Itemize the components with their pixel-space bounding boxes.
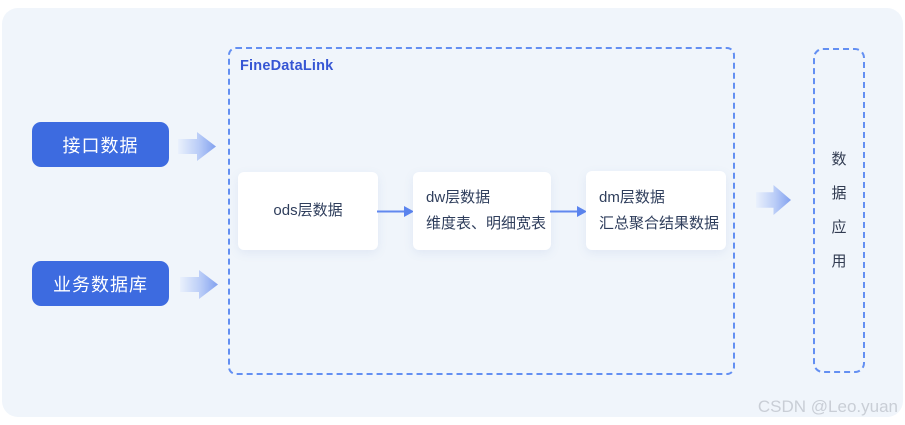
stage-node-title: ods层数据 <box>273 202 343 219</box>
flow-arrow-icon <box>550 206 587 217</box>
finedatalink-title: FineDataLink <box>240 58 334 74</box>
stage-node-subtitle: 汇总聚合结果数据 <box>599 214 720 232</box>
source-node-label: 业务数据库 <box>53 274 148 295</box>
finedatalink-container: FineDataLink <box>228 47 735 375</box>
watermark: CSDN @Leo.yuan <box>757 397 898 416</box>
source-node-business-database: 业务数据库 <box>32 261 169 306</box>
flow-arrow-icon <box>377 206 414 217</box>
stage-node-dm: dm层数据 汇总聚合结果数据 <box>586 171 726 250</box>
data-application-node: 数据应用 <box>813 48 865 373</box>
stage-node-dw: dw层数据 维度表、明细宽表 <box>413 172 551 250</box>
data-application-label: 数据应用 <box>831 150 847 270</box>
stage-node-ods: ods层数据 <box>238 172 378 250</box>
stage-node-title: dm层数据 <box>599 188 665 206</box>
stage-node-subtitle: 维度表、明细宽表 <box>426 215 547 232</box>
source-node-api-data: 接口数据 <box>32 122 169 167</box>
source-node-label: 接口数据 <box>62 135 139 156</box>
stage-node-title: dw层数据 <box>426 189 491 206</box>
